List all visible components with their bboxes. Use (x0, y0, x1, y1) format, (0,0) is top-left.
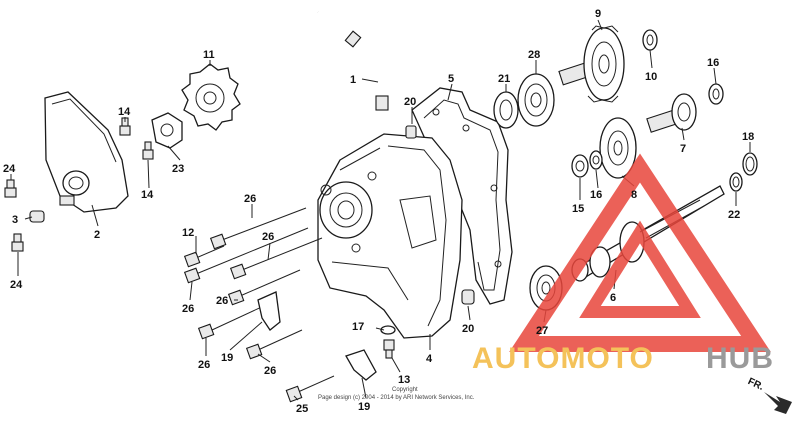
part-bolt-13 (383, 339, 395, 359)
callout-26d: 26 (216, 295, 228, 307)
part-gear-8 (599, 117, 637, 179)
front-arrow-icon (764, 392, 792, 414)
part-gear-9 (558, 25, 625, 103)
callout-21: 21 (498, 73, 510, 85)
callout-1: 1 (350, 74, 356, 86)
part-washer-16a (708, 83, 724, 105)
callout-8: 8 (631, 189, 637, 201)
watermark-triangle-inner (579, 220, 701, 318)
callout-24b: 24 (10, 279, 23, 291)
callout-28: 28 (528, 49, 540, 61)
callout-26f: 26 (264, 365, 276, 377)
part-dowel-pins (405, 125, 475, 305)
callout-26b: 26 (262, 231, 274, 243)
callout-11: 11 (203, 49, 215, 61)
watermark-triangle-outer (509, 153, 771, 352)
callout-17: 17 (352, 321, 364, 333)
callout-26e: 26 (198, 359, 210, 371)
watermark-text-automoto: AUTOMOTO (472, 342, 654, 375)
callout-2: 2 (94, 229, 100, 241)
part-bearing-21 (493, 91, 519, 129)
callout-19b: 19 (358, 401, 370, 413)
callout-24a: 24 (3, 163, 16, 175)
callout-20a: 20 (404, 96, 416, 108)
callout-7: 7 (680, 143, 686, 155)
callout-4: 4 (426, 353, 433, 365)
part-washer-16b (589, 150, 603, 170)
callout-14b: 14 (141, 189, 154, 201)
callout-6: 6 (610, 292, 616, 304)
part-washer-22 (729, 172, 743, 192)
callout-13: 13 (398, 374, 410, 386)
part-washer-17 (380, 325, 396, 335)
part-oil-pipe (317, 10, 389, 111)
part-left-cover (44, 91, 129, 213)
watermark-text-hub: HUB (706, 342, 774, 375)
part-washer-10 (642, 29, 658, 51)
part-bearing-28 (517, 73, 555, 127)
callout-10: 10 (645, 71, 657, 83)
callout-14a: 14 (118, 106, 131, 118)
callout-25: 25 (296, 403, 308, 415)
callout-18: 18 (742, 131, 754, 143)
callout-27: 27 (536, 325, 548, 337)
callout-labels: 1 2 3 4 5 6 7 8 9 10 11 12 13 14 14 15 1… (3, 8, 754, 415)
part-transmission-housing (317, 133, 463, 339)
copyright-line-1: Copyright (392, 387, 418, 393)
callout-5: 5 (448, 73, 454, 85)
front-direction-label: FR. (746, 376, 765, 393)
callout-26a: 26 (244, 193, 256, 205)
callout-12: 12 (182, 227, 194, 239)
callout-9: 9 (595, 8, 601, 20)
callout-19a: 19 (221, 352, 233, 364)
callout-3: 3 (12, 214, 18, 226)
front-direction-indicator: FR. (746, 376, 792, 414)
callout-22: 22 (728, 209, 740, 221)
part-clip-18 (742, 152, 758, 176)
part-lock-plate (151, 112, 183, 149)
part-clamps (257, 291, 377, 381)
watermark-logo: AUTOMOTO HUB (472, 342, 774, 375)
hardware-bolts (4, 117, 335, 403)
callout-20b: 20 (462, 323, 474, 335)
callout-16a: 16 (707, 57, 719, 69)
callout-23: 23 (172, 163, 184, 175)
part-pinion-7 (646, 93, 697, 133)
watermark-triangle (509, 153, 771, 352)
part-drive-sprocket (181, 63, 241, 131)
copyright-line-2: Page design (c) 2004 - 2014 by ARI Netwo… (318, 395, 475, 401)
part-washer-15 (571, 154, 589, 178)
leader-lines (10, 19, 751, 401)
callout-16b: 16 (590, 189, 602, 201)
callout-26c: 26 (182, 303, 194, 315)
callout-15: 15 (572, 203, 584, 215)
